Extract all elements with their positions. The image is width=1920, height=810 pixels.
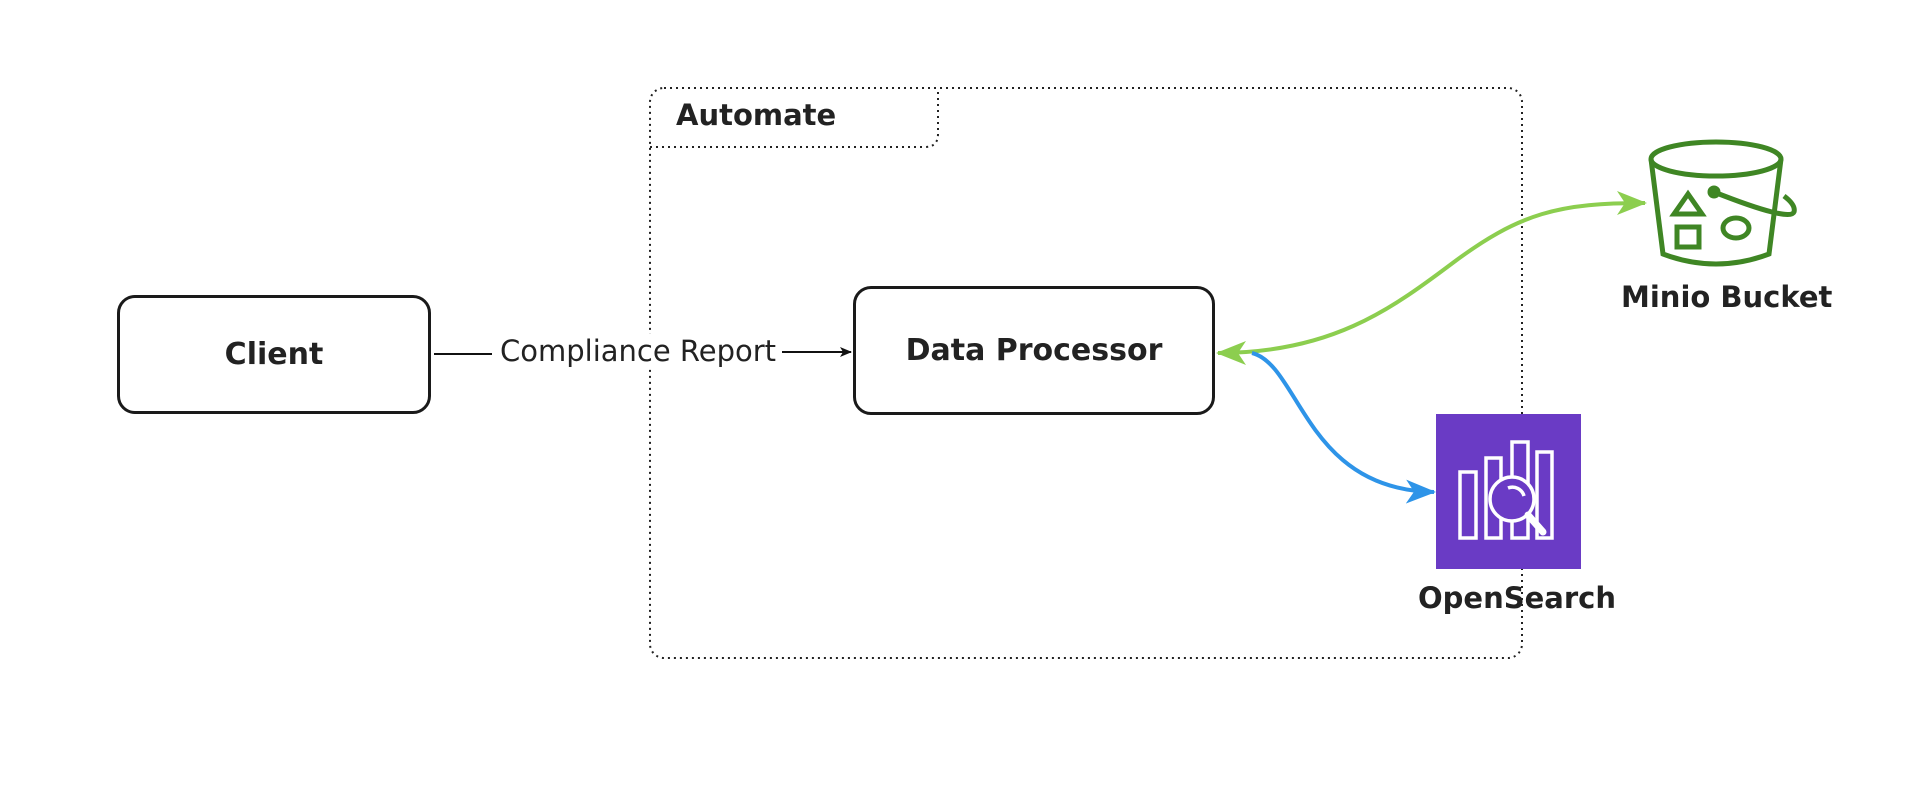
opensearch-node[interactable]: [1436, 414, 1581, 569]
client-node[interactable]: Client: [117, 295, 431, 414]
data-processor-node[interactable]: Data Processor: [853, 286, 1215, 415]
opensearch-icon: [1458, 440, 1554, 540]
compliance-report-edge-label: Compliance Report: [494, 334, 783, 368]
opensearch-label: OpenSearch: [1418, 581, 1616, 615]
automate-group-border: [649, 87, 1523, 659]
data-processor-node-label: Data Processor: [905, 333, 1163, 368]
automate-group-tab: [650, 88, 939, 148]
minio-bucket-label: Minio Bucket: [1621, 280, 1833, 314]
edge-processor-opensearch: [1251, 351, 1436, 504]
automate-group-title: Automate: [676, 98, 837, 132]
edge-processor-bucket: [1216, 191, 1647, 365]
bucket-icon: [1648, 139, 1797, 267]
client-node-label: Client: [224, 337, 324, 372]
